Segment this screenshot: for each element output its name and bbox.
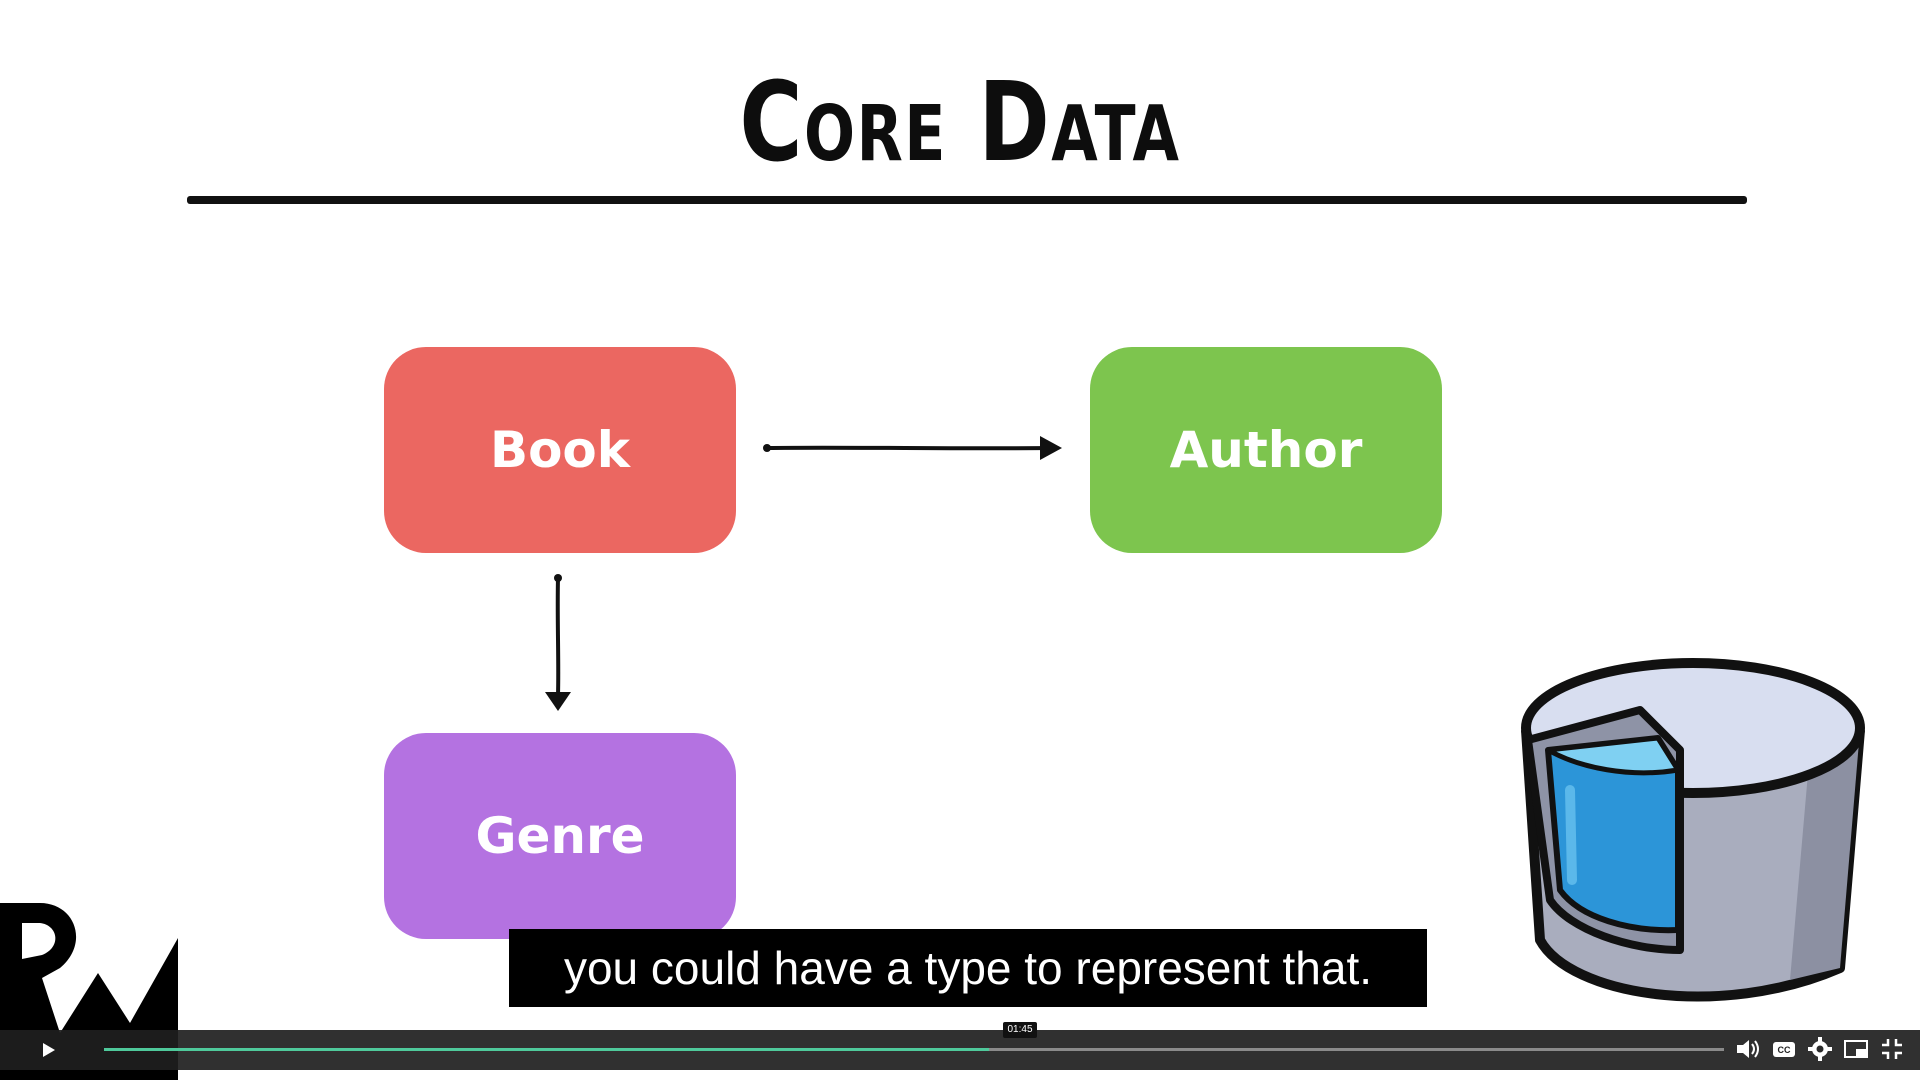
title-divider [187,196,1747,204]
entity-book: Book [384,347,736,553]
picture-in-picture-icon [1844,1040,1868,1058]
entity-book-label: Book [489,421,631,479]
exit-fullscreen-icon [1882,1039,1902,1059]
play-button[interactable] [38,1040,58,1060]
exit-fullscreen-button[interactable] [1878,1036,1906,1062]
arrow-book-to-author [765,436,1062,460]
database-icon [1521,658,1865,1002]
closed-captions-icon: CC [1773,1042,1795,1057]
volume-button[interactable] [1734,1036,1762,1062]
closed-captions-button[interactable]: CC [1770,1036,1798,1062]
entity-genre: Genre [384,733,736,939]
entity-author: Author [1090,347,1442,553]
progress-fill [104,1048,989,1051]
entity-author-label: Author [1169,421,1363,479]
volume-icon [1737,1040,1759,1058]
cc-label: CC [1778,1045,1791,1055]
time-tooltip: 01:45 [1003,1022,1037,1038]
progress-bar[interactable] [104,1048,1724,1051]
settings-button[interactable] [1806,1036,1834,1062]
picture-in-picture-button[interactable] [1842,1036,1870,1062]
subtitle-caption: you could have a type to represent that. [509,929,1427,1007]
arrow-book-to-genre [545,574,571,711]
play-icon [43,1043,55,1057]
settings-gear-icon [1808,1037,1832,1061]
slide-title: Core Data [739,58,1181,186]
entity-genre-label: Genre [475,807,645,865]
